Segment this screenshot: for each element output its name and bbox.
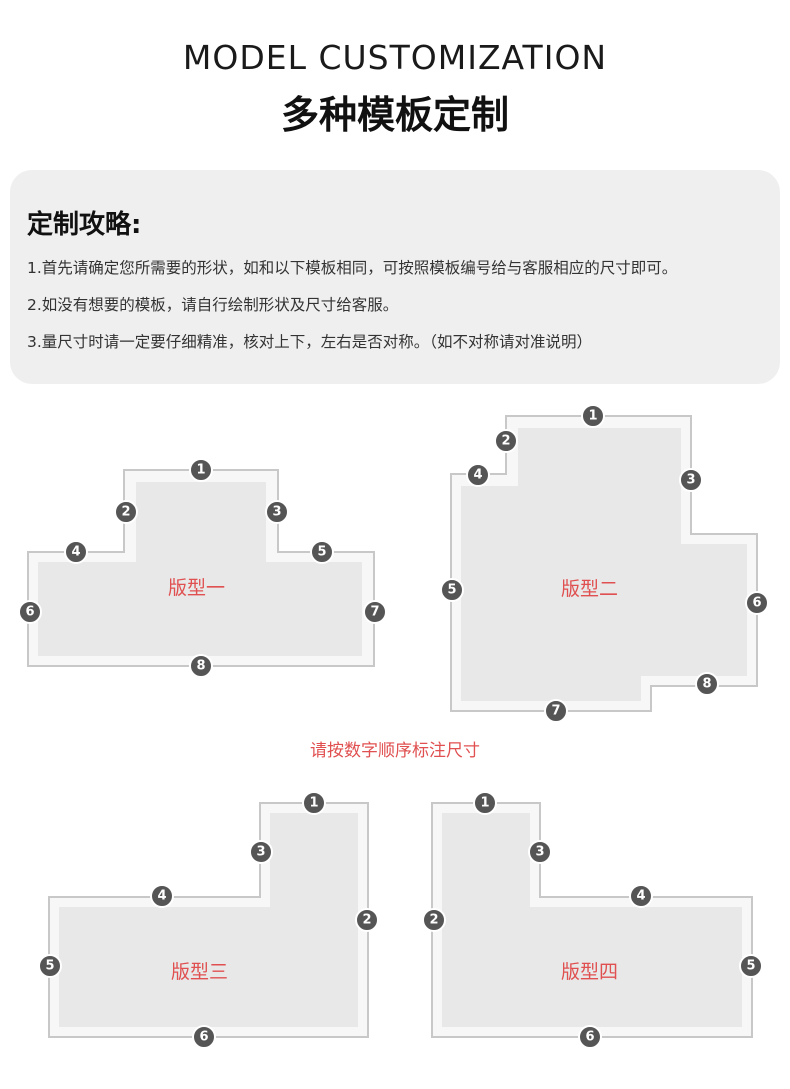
marker-4-1: 1 — [473, 791, 497, 815]
marker-1-7: 7 — [363, 600, 387, 624]
marker-2-1: 1 — [581, 404, 605, 428]
marker-2-6: 6 — [745, 591, 769, 615]
template-3-label: 版型三 — [171, 961, 229, 983]
svg-text:5: 5 — [45, 959, 54, 974]
marker-2-7: 7 — [544, 699, 568, 723]
svg-text:4: 4 — [473, 468, 482, 483]
marker-3-2: 2 — [355, 908, 379, 932]
page-title-cn: 多种模板定制 — [280, 93, 509, 137]
marker-3-4: 4 — [150, 884, 174, 908]
svg-text:1: 1 — [196, 463, 205, 478]
svg-text:1: 1 — [588, 409, 597, 424]
marker-1-8: 8 — [189, 654, 213, 678]
page-title-en: MODEL CUSTOMIZATION — [182, 38, 608, 77]
svg-text:3: 3 — [686, 473, 695, 488]
svg-text:5: 5 — [447, 583, 456, 598]
svg-text:5: 5 — [746, 959, 755, 974]
template-2: 1 2 3 4 5 6 7 8 — [440, 404, 769, 723]
template-1: 1 2 3 4 5 6 7 8 — [18, 458, 387, 678]
svg-text:7: 7 — [370, 605, 379, 620]
svg-text:3: 3 — [272, 505, 281, 520]
svg-text:2: 2 — [362, 913, 371, 928]
marker-1-6: 6 — [18, 600, 42, 624]
marker-4-6: 6 — [578, 1025, 602, 1049]
template-4: 1 2 3 4 5 6 — [422, 791, 763, 1049]
guide-title: 定制攻略: — [27, 210, 142, 240]
marker-4-3: 3 — [528, 840, 552, 864]
template-2-label: 版型二 — [561, 578, 619, 600]
svg-text:6: 6 — [199, 1030, 208, 1045]
svg-text:5: 5 — [317, 545, 326, 560]
svg-text:2: 2 — [501, 434, 510, 449]
svg-text:3: 3 — [256, 845, 265, 860]
svg-text:4: 4 — [71, 545, 80, 560]
svg-text:3: 3 — [535, 845, 544, 860]
svg-text:4: 4 — [636, 889, 645, 904]
marker-2-3: 3 — [679, 468, 703, 492]
guide-line-2: 2.如没有想要的模板，请自行绘制形状及尺寸给客服。 — [27, 296, 399, 314]
svg-text:1: 1 — [309, 796, 318, 811]
svg-text:1: 1 — [480, 796, 489, 811]
marker-2-8: 8 — [695, 672, 719, 696]
marker-4-2: 2 — [422, 908, 446, 932]
template-4-label: 版型四 — [561, 961, 619, 983]
svg-text:6: 6 — [752, 596, 761, 611]
marker-3-5: 5 — [38, 954, 62, 978]
marker-4-5: 5 — [739, 954, 763, 978]
guide-panel: 定制攻略: 1.首先请确定您所需要的形状，如和以下模板相同，可按照模板编号给与客… — [10, 170, 780, 384]
marker-4-4: 4 — [629, 884, 653, 908]
svg-text:6: 6 — [585, 1030, 594, 1045]
template-1-label: 版型一 — [168, 577, 226, 599]
svg-text:7: 7 — [551, 704, 560, 719]
numbering-note: 请按数字顺序标注尺寸 — [310, 741, 480, 761]
marker-1-2: 2 — [114, 500, 138, 524]
guide-line-1: 1.首先请确定您所需要的形状，如和以下模板相同，可按照模板编号给与客服相应的尺寸… — [27, 259, 678, 277]
marker-3-3: 3 — [249, 840, 273, 864]
marker-3-1: 1 — [302, 791, 326, 815]
guide-line-3: 3.量尺寸时请一定要仔细精准，核对上下，左右是否对称。（如不对称请对准说明） — [27, 333, 593, 351]
marker-2-5: 5 — [440, 578, 464, 602]
marker-2-4: 4 — [466, 463, 490, 487]
svg-text:2: 2 — [429, 913, 438, 928]
svg-text:8: 8 — [702, 677, 711, 692]
marker-1-4: 4 — [64, 540, 88, 564]
marker-1-3: 3 — [265, 500, 289, 524]
svg-text:2: 2 — [121, 505, 130, 520]
template-3: 1 2 3 4 5 6 — [38, 791, 379, 1049]
svg-text:6: 6 — [25, 605, 34, 620]
marker-1-5: 5 — [310, 540, 334, 564]
svg-text:8: 8 — [196, 659, 205, 674]
marker-3-6: 6 — [192, 1025, 216, 1049]
marker-1-1: 1 — [189, 458, 213, 482]
marker-2-2: 2 — [494, 429, 518, 453]
svg-text:4: 4 — [157, 889, 166, 904]
